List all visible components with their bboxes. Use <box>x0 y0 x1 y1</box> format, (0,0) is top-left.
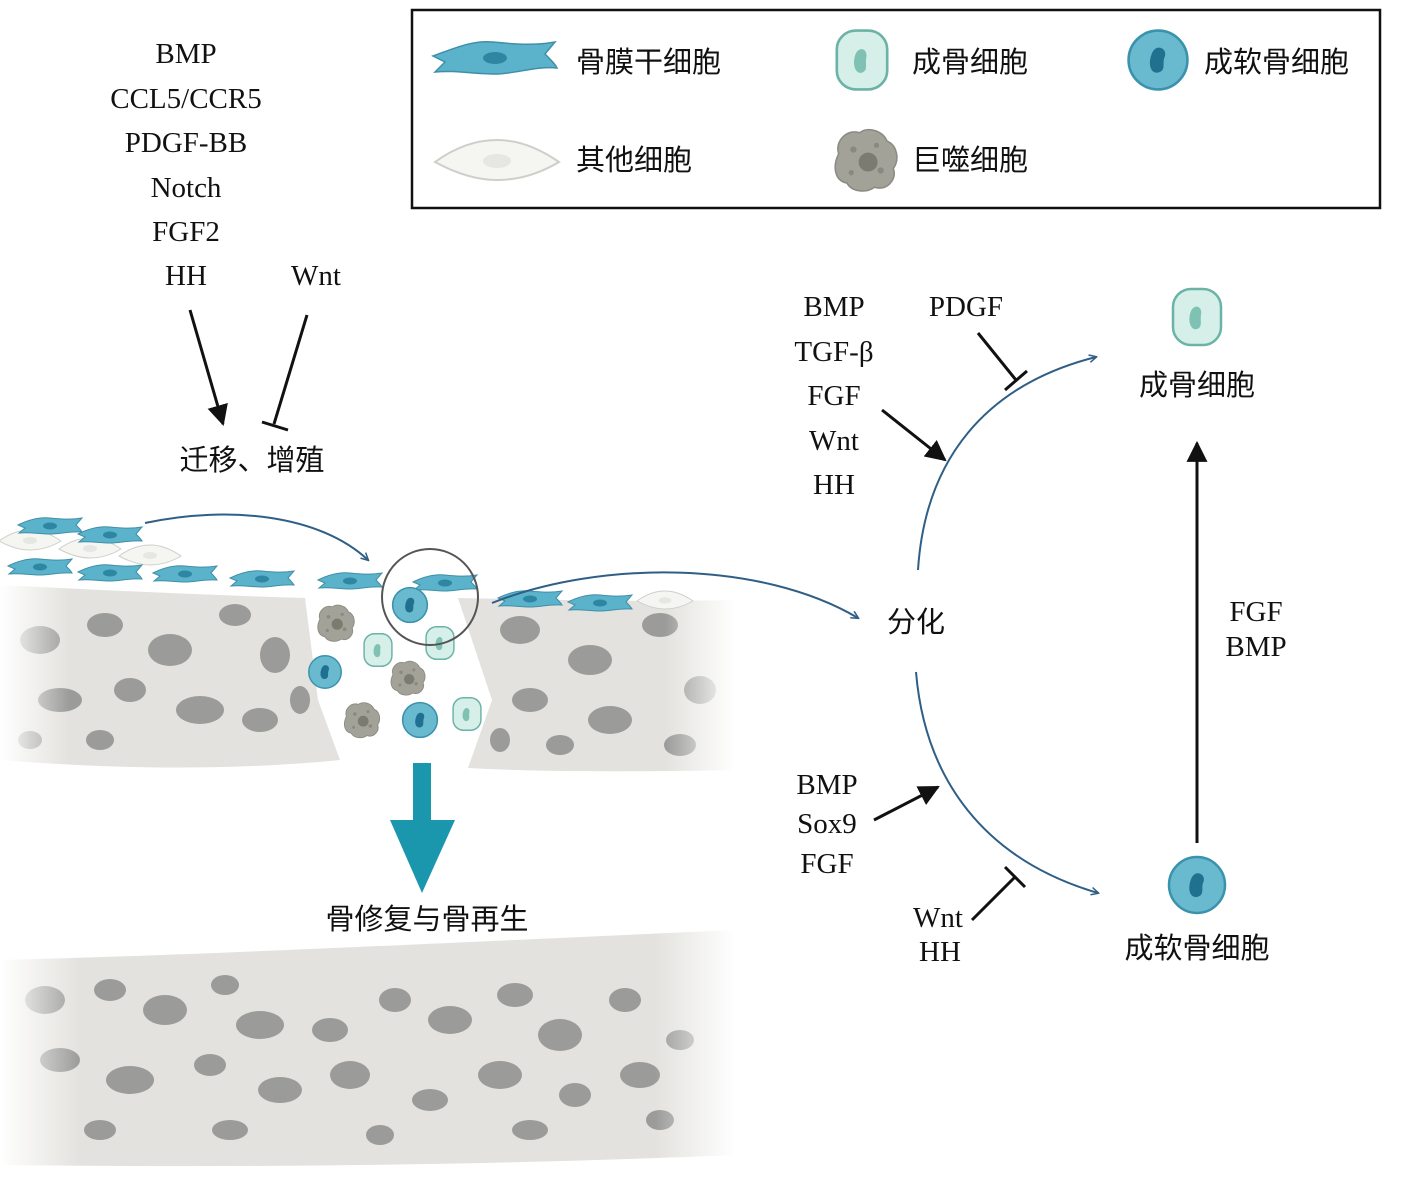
legend-macrophage-label: 巨噬细胞 <box>912 143 1028 177</box>
healed-bone <box>0 925 735 1170</box>
osteo-factor: TGF-β <box>794 336 873 368</box>
legend-box: 骨膜干细胞 成骨细胞 成软骨细胞 其他细胞 巨噬细胞 <box>410 8 1382 210</box>
osteo-factor: Wnt <box>809 425 859 457</box>
migration-promoters: BMP CCL5/CCR5 PDGF-BB Notch FGF2 HH <box>110 38 262 292</box>
fracture-gap-cells <box>308 586 482 739</box>
osteo-differentiation-arc <box>917 357 1096 571</box>
migration-inhibit-bar <box>261 314 309 432</box>
migration-factor: Notch <box>151 172 222 204</box>
chondro-factor: FGF <box>800 848 853 880</box>
chondro-factor: Sox9 <box>797 808 857 840</box>
migration-factor: CCL5/CCR5 <box>110 83 262 115</box>
legend-osteoblast-icon <box>835 29 889 91</box>
osteoblast-target-icon <box>1171 287 1223 347</box>
migration-process-label: 迁移、增殖 <box>179 443 324 477</box>
migration-factor: BMP <box>155 38 216 70</box>
migration-factor: PDGF-BB <box>125 127 248 159</box>
chondro-promote-arrow <box>873 785 940 822</box>
migration-inhibitor: Wnt <box>291 260 341 292</box>
chondro-inhibitor: HH <box>919 936 961 968</box>
transition-factors: FGF BMP <box>1225 596 1286 663</box>
chondro-inhibitor: Wnt <box>913 902 963 934</box>
differentiation-label: 分化 <box>887 605 945 639</box>
to-differentiation-arrow <box>491 571 858 618</box>
legend-osteoblast-label: 成骨细胞 <box>912 45 1028 79</box>
osteo-factor: BMP <box>803 291 864 323</box>
chondro-promoters: BMP Sox9 FGF <box>796 769 857 880</box>
osteoblast-target-label: 成骨细胞 <box>1139 368 1255 402</box>
magnify-circle <box>381 548 479 646</box>
osteo-promoters: BMP TGF-β FGF Wnt HH <box>794 291 873 501</box>
osteo-inhibit-bar <box>976 332 1028 392</box>
chondro-differentiation-arc <box>915 671 1098 893</box>
transition-factor: FGF <box>1229 596 1282 628</box>
osteo-inhibitor: PDGF <box>929 291 1003 323</box>
fractured-bone <box>0 570 735 780</box>
osteo-promote-arrow <box>881 408 947 462</box>
chondrocyte-target-icon <box>1167 855 1227 915</box>
migration-factor: HH <box>165 260 207 292</box>
transition-factor: BMP <box>1225 631 1286 663</box>
migration-factor: FGF2 <box>152 216 220 248</box>
legend-chondrocyte-label: 成软骨细胞 <box>1204 45 1349 79</box>
chondrocyte-target-label: 成软骨细胞 <box>1124 931 1269 965</box>
legend-stem-cell-label: 骨膜干细胞 <box>576 45 721 79</box>
legend-other-cell-label: 其他细胞 <box>576 143 692 177</box>
repair-arrow <box>390 763 455 893</box>
chondro-factor: BMP <box>796 769 857 801</box>
legend-chondrocyte-icon <box>1127 29 1189 91</box>
chondro-inhibit-bar <box>970 865 1027 922</box>
osteo-factor: FGF <box>807 380 860 412</box>
chondro-inhibitors: Wnt HH <box>913 902 963 968</box>
repair-label: 骨修复与骨再生 <box>325 902 528 936</box>
osteo-factor: HH <box>813 469 855 501</box>
migration-flow-arrow <box>144 513 368 560</box>
migration-promote-arrow <box>188 309 228 427</box>
